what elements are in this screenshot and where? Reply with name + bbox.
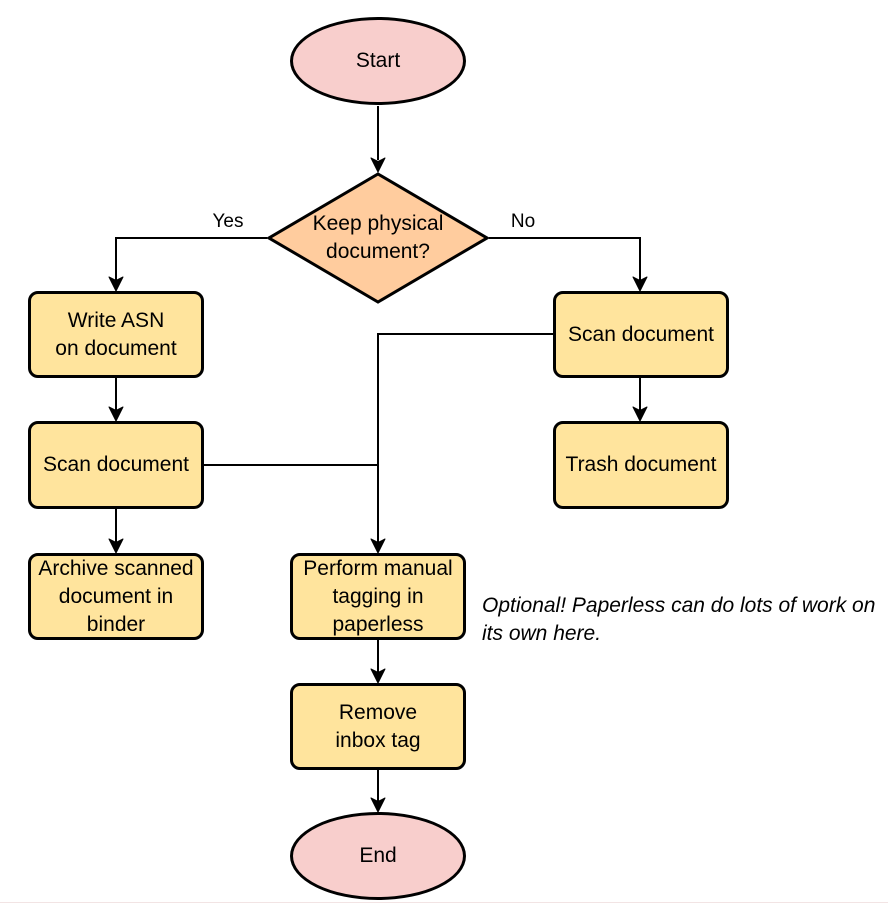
no-edge-label: No [510, 211, 536, 232]
archive-label: Archive scanned document in binder [38, 556, 194, 636]
manual-tagging-node: Perform manual tagging in paperless [290, 553, 466, 640]
scan-document-left-node: Scan document [28, 421, 204, 509]
decision-diamond-polygon [267, 172, 489, 304]
decision-diamond-shape [267, 172, 489, 304]
arrowhead-start-to-decision [370, 157, 386, 173]
scan-document-left-label: Scan document [43, 453, 189, 476]
arrowhead-decision-to-write-asn [108, 276, 124, 292]
arrowhead-decision-to-scan-right [632, 276, 648, 292]
trash-document-node: Trash document [553, 421, 729, 509]
write-asn-label: Write ASN on document [55, 308, 177, 360]
arrowhead-scan-right-to-tagging [370, 538, 386, 554]
arrowhead-write-asn-to-scan-left [108, 406, 124, 422]
end-label: End [359, 844, 397, 867]
decision-label: Keep physical document? [312, 212, 444, 263]
yes-edge-label: Yes [212, 211, 244, 232]
arrowhead-scan-left-to-archive [108, 538, 124, 554]
edge-scan-right-to-tagging [377, 333, 553, 542]
manual-tagging-label: Perform manual tagging in paperless [303, 556, 453, 636]
archive-node: Archive scanned document in binder [28, 553, 204, 640]
start-label: Start [355, 49, 401, 72]
annotation-text: Optional! Paperless can do lots of work … [482, 594, 876, 645]
end-node: End [290, 812, 466, 900]
remove-inbox-tag-label: Remove inbox tag [335, 700, 421, 752]
arrowhead-tagging-to-remove-inbox [370, 668, 386, 684]
trash-document-label: Trash document [565, 453, 717, 476]
arrowhead-remove-inbox-to-end [370, 797, 386, 813]
page-bottom-divider [0, 902, 888, 903]
arrowhead-scan-right-to-trash [632, 406, 648, 422]
edge-decision-to-write-asn [115, 237, 267, 280]
decision-node: Keep physical document? [267, 172, 489, 304]
remove-inbox-tag-node: Remove inbox tag [290, 683, 466, 770]
scan-document-right-label: Scan document [568, 322, 714, 346]
start-node: Start [290, 17, 466, 105]
edge-decision-to-scan-right [489, 237, 641, 280]
scan-document-right-node: Scan document [553, 291, 729, 378]
write-asn-node: Write ASN on document [28, 291, 204, 378]
